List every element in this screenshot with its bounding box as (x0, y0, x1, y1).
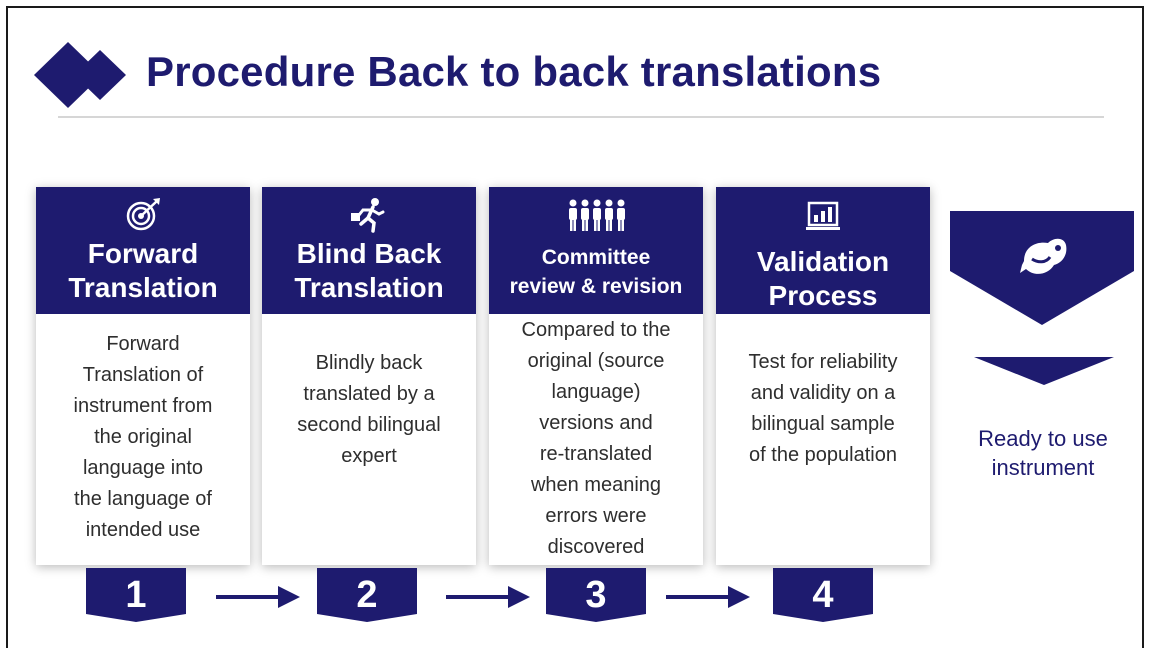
step-header: Committee review & revision (489, 187, 703, 314)
down-chevron-icon (974, 357, 1114, 385)
right-arrow-icon (216, 586, 300, 608)
right-arrow-icon (446, 586, 530, 608)
step-description: Compared to the original (source languag… (521, 319, 671, 558)
step-title: Forward Translation (68, 238, 218, 303)
slide-frame (6, 6, 1144, 648)
step-number: 2 (356, 574, 378, 616)
final-chevron-shape (950, 211, 1134, 325)
badge-shape (86, 568, 186, 622)
step-title: Blind Back Translation (294, 238, 444, 303)
step-number-badge: 4 (773, 568, 873, 622)
step-number-badge: 2 (317, 568, 417, 622)
step-number: 1 (125, 574, 147, 616)
step-number-badge: 3 (546, 568, 646, 622)
title-divider (58, 116, 1104, 118)
step-header: Blind Back Translation (262, 187, 476, 314)
step-title: Committee review & revision (509, 246, 683, 299)
step-card-committee-review: Committee review & revision Compared to … (489, 187, 703, 565)
step-card-validation-process: Validation Process Test for reliability … (716, 187, 930, 565)
step-description: Test for reliability and validity on a b… (748, 351, 898, 466)
step-card-blind-back-translation: Blind Back Translation Blindly back tran… (262, 187, 476, 565)
step-title: Validation Process (756, 246, 890, 311)
bird-icon (1020, 238, 1067, 274)
right-arrow-icon (666, 586, 750, 608)
step-number: 4 (812, 574, 834, 616)
step-description: Blindly back translated by a second bili… (297, 352, 441, 467)
step-card-forward-translation: Forward Translation Forward Translation … (36, 187, 250, 565)
step-description: Forward Translation of instrument from t… (73, 333, 213, 541)
diamond-logo-icon (34, 42, 126, 108)
page-title: Procedure Back to back translations (146, 48, 882, 95)
badge-shape (546, 568, 646, 622)
bar-chart-icon (806, 201, 840, 230)
step-header: Forward Translation (36, 187, 250, 314)
step-number: 3 (585, 574, 607, 616)
step-header: Validation Process (716, 187, 930, 314)
target-icon (126, 198, 160, 231)
final-outcome-label: Ready to use instrument (978, 426, 1108, 480)
step-number-badge: 1 (86, 568, 186, 622)
badge-shape (773, 568, 873, 622)
running-person-icon (351, 198, 385, 233)
badge-shape (317, 568, 417, 622)
group-people-icon (569, 199, 625, 231)
